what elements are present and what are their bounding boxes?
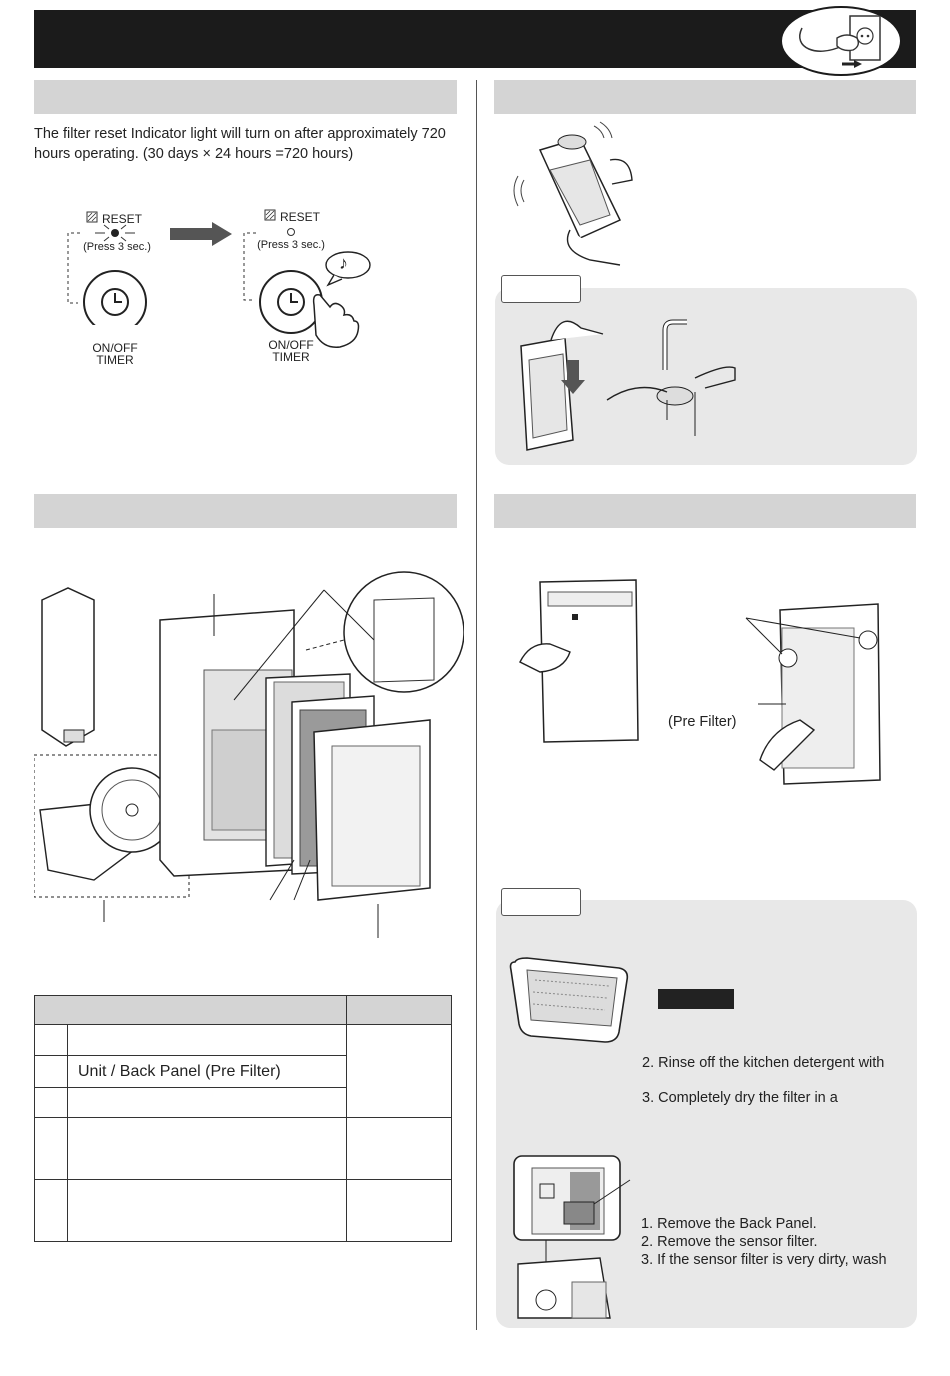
wash-step-3: 3. Completely dry the filter in a <box>642 1090 838 1106</box>
section-header-filter-reset <box>34 80 457 114</box>
note-tab <box>501 888 581 916</box>
wash-basin-illustration <box>509 957 629 1043</box>
arrow-right-icon <box>170 222 232 246</box>
beep-note-icon: ♪ <box>339 253 348 273</box>
unit-cleaning-illustration <box>519 579 881 785</box>
section-header-water-tank <box>494 80 916 114</box>
water-tank-shake-illustration <box>513 121 633 266</box>
filter-reset-intro: The filter reset Indicator light will tu… <box>34 126 446 162</box>
part-name: Unit / Back Panel (Pre Filter) <box>67 1055 347 1088</box>
parts-table: Unit / Back Panel (Pre Filter) <box>34 995 452 1242</box>
unplug-icon <box>780 6 902 76</box>
sensor-filter-illustration <box>513 1155 631 1319</box>
pre-filter-label: (Pre Filter) <box>668 714 737 730</box>
sensor-step-3: 3. If the sensor filter is very dirty, w… <box>641 1252 887 1268</box>
water-tank-fill-illustration <box>520 319 736 451</box>
wash-step-2: 2. Rinse off the kitchen detergent with <box>642 1055 885 1071</box>
table-row <box>34 1024 452 1118</box>
reset-label: RESET <box>280 210 321 224</box>
reset-panel-after: ♪ RESET (Press 3 sec.) ON/OFF TIMER <box>236 205 376 375</box>
reset-panel-before: RESET (Press 3 sec.) ON/OFF TIMER <box>60 205 180 375</box>
caution-label <box>658 989 734 1009</box>
sensor-step-1: 1. Remove the Back Panel. <box>641 1216 817 1232</box>
note-tab <box>501 275 581 303</box>
press-label: (Press 3 sec.) <box>83 241 151 253</box>
timer-label: TIMER <box>96 353 134 367</box>
timer-label: TIMER <box>272 350 310 364</box>
section-header-parts <box>34 494 457 528</box>
on-off-label: ON/OFF <box>268 338 314 352</box>
table-row <box>34 1179 452 1242</box>
on-off-label: ON/OFF <box>92 341 138 355</box>
reset-label: RESET <box>102 212 143 226</box>
column-divider <box>476 80 477 1330</box>
sensor-step-2: 2. Remove the sensor filter. <box>641 1234 818 1250</box>
table-header <box>346 995 452 1025</box>
title-bar <box>34 10 916 68</box>
table-row <box>34 1117 452 1180</box>
press-label: (Press 3 sec.) <box>257 239 325 251</box>
section-header-cleaning <box>494 494 916 528</box>
table-row <box>34 1087 452 1118</box>
parts-exploded-illustration <box>34 571 464 938</box>
table-row: Unit / Back Panel (Pre Filter) <box>34 1055 452 1088</box>
table-header <box>34 995 347 1025</box>
